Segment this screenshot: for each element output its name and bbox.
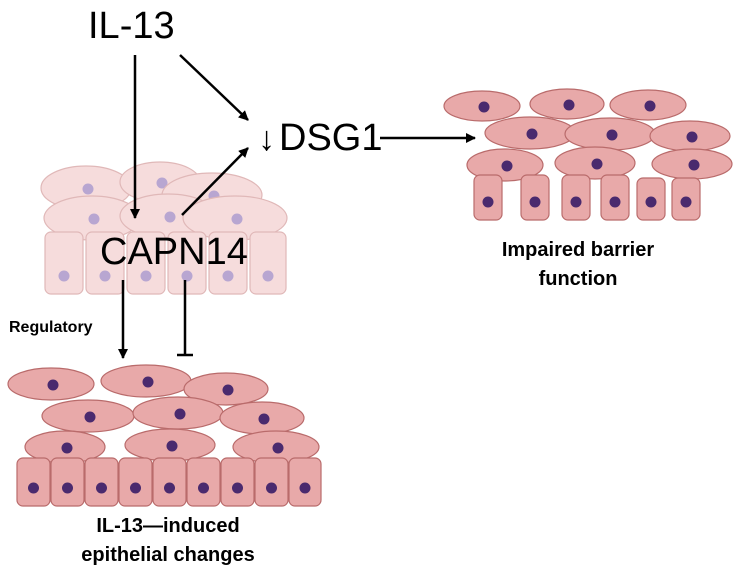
columnar-cell [152,457,187,507]
cell-nucleus [478,101,490,113]
barrier-label-line2: function [539,268,618,290]
columnar-cell [118,457,153,507]
cell-nucleus [645,196,657,208]
arrow-il13-to-dsg1 [179,54,249,121]
il13-label: IL-13 [88,5,175,47]
impaired-barrier-tissue [443,88,733,221]
cell-nucleus [529,196,541,208]
induced-changes-tissue [7,364,322,507]
columnar-cell [16,457,51,507]
columnar-cell [84,457,119,507]
cell-nucleus [266,482,277,494]
cell-nucleus [142,376,154,388]
columnar-cell [249,231,287,295]
cell-nucleus [258,413,270,425]
columnar-cell [85,231,125,295]
dsg1-decrease-arrow: ↓ [258,120,275,158]
barrier-label-line1: Impaired barrier [502,239,655,261]
regulatory-label: Regulatory [9,319,93,336]
cell-nucleus [501,160,513,172]
cell-nucleus [482,196,494,208]
columnar-cell [186,457,221,507]
columnar-cell [126,231,166,295]
columnar-cell [167,231,207,295]
columnar-cell [50,457,85,507]
cell-nucleus [140,270,152,282]
columnar-cell [208,231,248,295]
cell-nucleus [99,270,111,282]
cell-nucleus [606,129,618,141]
changes-label-line1: IL-13—induced [96,515,239,537]
cell-nucleus [130,482,141,494]
cell-nucleus [299,482,311,494]
cell-nucleus [88,213,100,225]
cell-nucleus [82,183,94,195]
pathway-arrows [118,54,476,359]
cell-nucleus [570,196,582,208]
capn14-label: CAPN14 [100,231,248,273]
cell-nucleus [609,196,621,208]
cell-nucleus [563,99,575,111]
columnar-cell [44,231,84,295]
cell-nucleus [164,482,175,494]
dsg1-label: DSG1 [279,117,382,159]
columnar-cell [288,457,322,507]
cell-nucleus [262,270,274,282]
cell-nucleus [198,482,209,494]
cell-nucleus [231,213,243,225]
cell-nucleus [84,411,96,423]
cell-nucleus [686,131,698,143]
columnar-cell [220,457,255,507]
cell-nucleus [680,196,692,208]
cell-nucleus [232,482,243,494]
cell-nucleus [222,270,234,282]
cell-nucleus [62,482,73,494]
cell-nucleus [166,440,178,452]
cell-nucleus [28,482,39,494]
changes-label-line2: epithelial changes [81,544,254,566]
cell-nucleus [156,177,168,189]
cell-nucleus [47,379,59,391]
capn14-epithelium-tissue [40,161,288,295]
cell-nucleus [181,270,193,282]
cell-nucleus [272,442,284,454]
cell-nucleus [222,384,234,396]
cell-nucleus [96,482,107,494]
cell-nucleus [644,100,656,112]
cell-nucleus [58,270,70,282]
columnar-cell [254,457,289,507]
cell-nucleus [61,442,73,454]
cell-nucleus [526,128,538,140]
cell-nucleus [164,211,176,223]
cell-nucleus [174,408,186,420]
arrow-capn14-to-dsg1 [181,147,249,216]
cell-nucleus [591,158,603,170]
cell-nucleus [688,159,700,171]
